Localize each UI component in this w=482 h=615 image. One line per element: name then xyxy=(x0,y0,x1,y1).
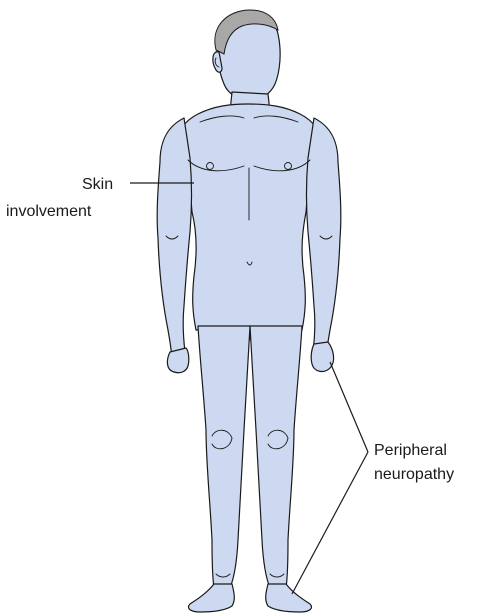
right-foot xyxy=(188,584,234,612)
left-leg xyxy=(250,326,302,588)
neuropathy-leader-hand xyxy=(330,362,368,452)
right-leg xyxy=(198,326,250,588)
peripheral-neuropathy-label-line2: neuropathy xyxy=(374,465,454,484)
neuropathy-leader-foot xyxy=(292,452,368,594)
skin-involvement-label-line1: Skin xyxy=(82,175,113,194)
skin-involvement-label-line2: involvement xyxy=(6,202,91,221)
left-arm xyxy=(307,118,341,362)
peripheral-neuropathy-label-line1: Peripheral xyxy=(374,441,447,460)
right-hand xyxy=(167,348,188,373)
right-arm xyxy=(157,118,191,362)
left-hand xyxy=(311,342,333,371)
body-outline xyxy=(157,14,341,612)
left-foot xyxy=(266,584,312,612)
